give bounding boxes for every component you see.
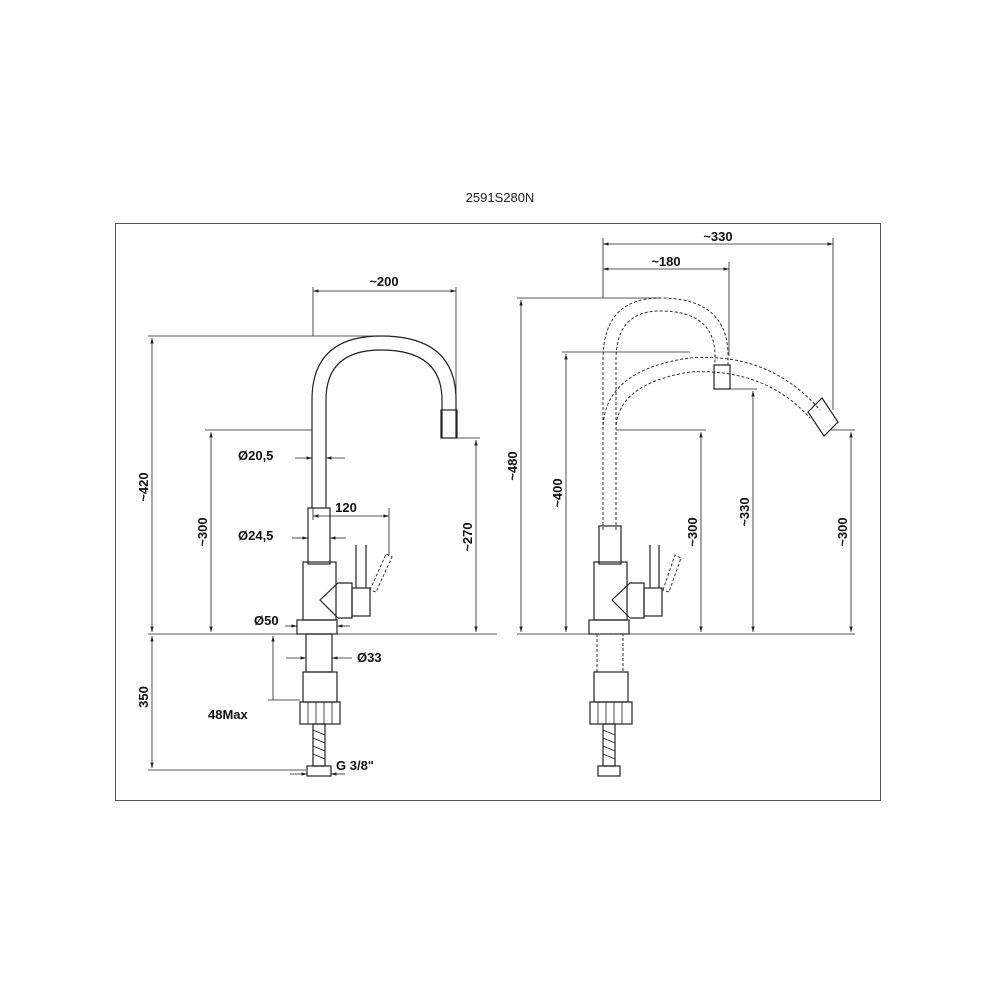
dim-dia-spout: Ø20,5 — [238, 448, 273, 463]
spout-inner — [325, 349, 443, 508]
faucet-right — [588, 297, 839, 777]
hose-connector — [306, 765, 332, 777]
base-ring — [296, 619, 338, 635]
drawing-frame — [115, 223, 881, 801]
dim-below-counter: 350 — [136, 686, 151, 708]
hose-position-2 — [602, 356, 821, 530]
dim-reach-330: ~330 — [703, 229, 732, 244]
dim-height-total: ~420 — [136, 472, 151, 501]
dim-width-spout: ~200 — [369, 274, 398, 289]
dim-dia-body: Ø24,5 — [238, 528, 273, 543]
dim-reach-180: ~180 — [651, 254, 680, 269]
dim-dia-shank: Ø33 — [357, 650, 382, 665]
nut — [302, 671, 338, 703]
spout-outer — [311, 335, 457, 508]
lever-alt-position — [369, 553, 393, 593]
dim-height-330: ~330 — [737, 497, 752, 526]
shank-right — [596, 633, 624, 673]
right-dimensions: ~330 ~180 ~480 ~400 ~300 ~330 ~300 — [505, 229, 855, 632]
left-dimensions: ~200 ~420 ~300 ~270 Ø20,5 120 Ø24,5 Ø50 — [136, 274, 480, 776]
dim-height-480: ~480 — [505, 451, 520, 480]
upper-body-right — [598, 525, 622, 565]
dim-height-300: ~300 — [195, 517, 210, 546]
threaded-rod — [312, 723, 326, 767]
dim-height-270: ~270 — [460, 522, 475, 551]
dim-max-thickness: 48Max — [208, 707, 249, 722]
model-code: 2591S280N — [465, 190, 535, 205]
dim-handle-reach: 120 — [335, 500, 357, 515]
faucet-left — [296, 335, 458, 777]
base-ring-right — [588, 619, 630, 635]
spray-head-1 — [713, 364, 731, 390]
hose-position-1 — [602, 297, 729, 530]
spray-head-2 — [807, 397, 839, 437]
dim-height-300-a: ~300 — [685, 517, 700, 546]
dim-height-400: ~400 — [550, 478, 565, 507]
dim-height-300-b: ~300 — [835, 517, 850, 546]
upper-body — [307, 507, 331, 565]
aerator — [440, 409, 458, 439]
shank — [305, 633, 333, 673]
dim-thread: G 3/8" — [336, 758, 374, 773]
dim-dia-base: Ø50 — [254, 613, 279, 628]
cartridge-cap — [351, 587, 371, 617]
fixing-nut — [299, 701, 341, 725]
